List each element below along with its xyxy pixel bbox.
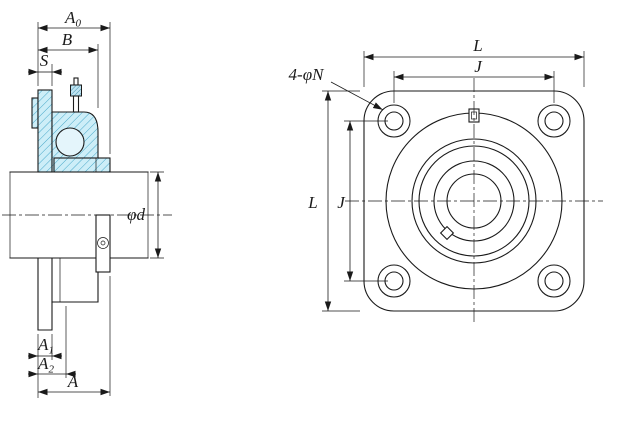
dim-label-a1: A1 [37,335,54,357]
side-section-view: A0 B S φd A1 A2 A [2,8,172,398]
flange-rib-section [31,97,39,129]
dim-label-j-top: J [474,57,483,76]
dim-group-front-left: L J [307,90,388,312]
front-view: L J L J 4-φN [289,36,603,324]
housing-external-lower [37,214,111,331]
housing-silhouette [51,257,99,303]
bolt-hole-bottom-right [537,264,571,298]
dim-group-shaft-diameter: φd [127,171,164,259]
dim-label-b: B [62,30,73,49]
bolt-hole-top-right [537,104,571,138]
bolt-boss-circle [537,104,571,138]
bearing-ball [55,127,85,157]
grease-fitting-stem [72,95,80,113]
bolt-boss-circle [537,264,571,298]
dim-group-front-top: L J [363,36,585,103]
front-top-extension-lines [363,51,585,103]
bolt-note-label: 4-φN [289,65,326,84]
dim-label-phi-d: φd [127,205,145,224]
set-screw-hole-outer [97,237,109,249]
set-screw-front [439,225,455,241]
dim-label-a: A [67,372,79,391]
grease-fitting-head [70,84,82,97]
bottom-extension-lines [37,276,111,398]
dim-group-top: A0 B S [28,8,111,154]
grease-fitting-tip [73,77,79,86]
flange-plate-edge [37,257,53,331]
bolt-hole-circle [544,111,564,131]
housing-section [31,89,111,173]
dim-label-l-left: L [307,193,317,212]
grease-fitting-side [70,77,82,113]
dim-label-j-left: J [337,193,346,212]
dim-label-s: S [40,51,49,70]
front-left-extension-lines [322,90,388,312]
dim-group-bottom: A1 A2 A [28,276,111,398]
dim-label-a0: A0 [64,8,81,30]
dim-label-a2: A2 [37,354,54,376]
collar-external [95,214,111,273]
inner-ring-section [53,157,111,173]
bolt-note-leader [330,81,383,111]
set-screw-hole-inner [100,240,106,246]
bolt-hole-circle [544,271,564,291]
flange-plate-section [37,89,53,173]
bolt-note-group: 4-φN [289,65,383,111]
dim-label-l-top: L [472,36,482,55]
